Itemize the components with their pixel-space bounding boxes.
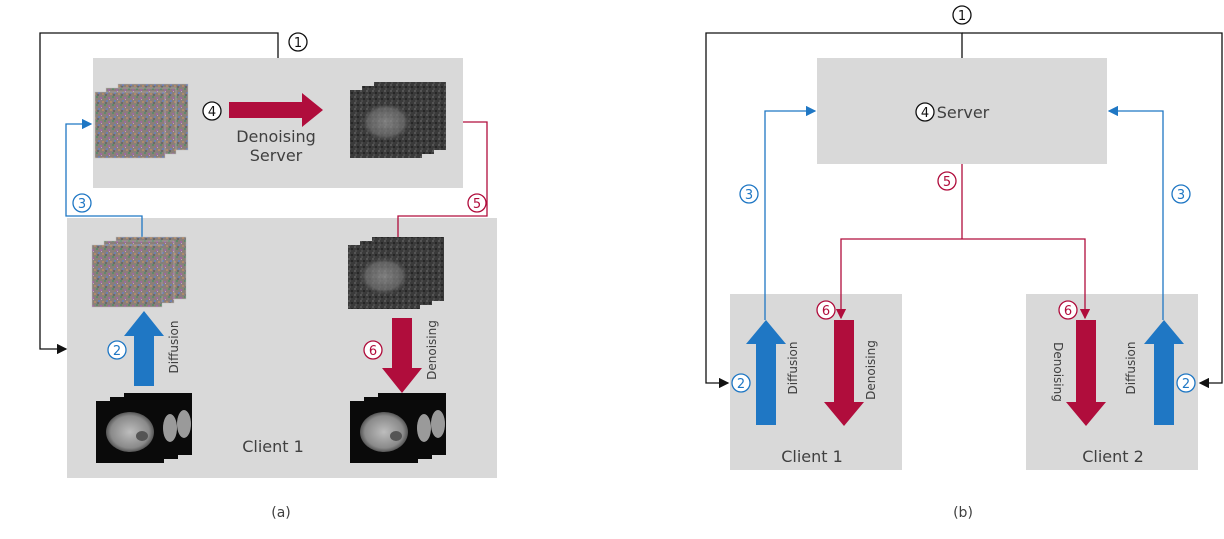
noisy-brain-stack-icon [350, 82, 446, 158]
denoising-label-a: Denoising [425, 320, 439, 380]
step-5-label-a: 5 [473, 197, 481, 212]
diffusion-arrow-b-right [1144, 320, 1184, 425]
loop-arrow-a [39, 32, 279, 355]
step-2-badge-a [107, 340, 127, 360]
diffusion-label-a: Diffusion [167, 321, 181, 374]
diffusion-label-b-right: Diffusion [1124, 342, 1138, 395]
step-1-badge-b [952, 5, 972, 25]
denoising-label-b-right: Denoising [1051, 342, 1065, 402]
step-3-label-a: 3 [78, 197, 86, 212]
denoising-arrow-b-left [824, 320, 864, 426]
step-4-label-b: 4 [921, 106, 929, 121]
caption-a: (a) [271, 505, 291, 521]
server-label-b: Server [937, 103, 990, 122]
step-2-label-b-left: 2 [737, 377, 745, 392]
step-6-badge-b-right [1058, 300, 1078, 320]
step-3-badge-a [72, 193, 92, 213]
step-6-label-b-right: 6 [1064, 304, 1072, 319]
client1-label-b: Client 1 [781, 447, 843, 466]
step-5-badge-a [467, 193, 487, 213]
step-3-badge-b-left [739, 184, 759, 204]
step-5-connector-a [397, 121, 488, 240]
client2-label-b: Client 2 [1082, 447, 1144, 466]
diffusion-arrow-a [124, 311, 164, 386]
step-1-badge-a [288, 32, 308, 52]
step-5-badge-b [937, 171, 957, 191]
brain-mri-stack-icon [96, 393, 192, 463]
step-4-badge-a [202, 101, 222, 121]
server-label-line1-a: Denoising [236, 127, 316, 146]
loop-arrow-b-right [962, 32, 1223, 389]
step-1-label-a: 1 [294, 36, 302, 51]
caption-b: (b) [953, 505, 973, 521]
diagram-a: 1 4 Denoising Server 5 3 [39, 32, 497, 521]
denoising-arrow-b-right [1066, 320, 1106, 426]
step-6-badge-a [363, 340, 383, 360]
step-3-connector-a [65, 118, 143, 237]
diffusion-label-b-left: Diffusion [786, 342, 800, 395]
step-5-branch-b-right [962, 238, 1091, 320]
noise-stack-icon [91, 236, 187, 308]
step-5-label-b: 5 [943, 175, 951, 190]
step-6-label-b-left: 6 [822, 304, 830, 319]
step-4-label-a: 4 [208, 105, 216, 120]
step-5-branch-b-left [835, 238, 962, 320]
step-2-badge-b-right [1176, 373, 1196, 393]
diffusion-arrow-b-left [746, 320, 786, 425]
diagram-b: 4 Server 1 3 3 5 2 Diffusion 6 Denoising… [705, 5, 1223, 521]
denoising-arrow-server-a [229, 93, 323, 127]
noisy-brain-stack-icon [348, 237, 444, 309]
server-label-line2-a: Server [250, 146, 303, 165]
step-6-label-a: 6 [369, 344, 377, 359]
step-2-label-a: 2 [113, 344, 121, 359]
step-3-label-b-right: 3 [1177, 188, 1185, 203]
step-6-badge-b-left [816, 300, 836, 320]
brain-mri-stack-icon [350, 393, 446, 463]
step-1-label-b: 1 [958, 9, 966, 24]
step-3-connector-b-left [764, 105, 817, 320]
step-3-label-b-left: 3 [745, 188, 753, 203]
step-2-badge-b-left [731, 373, 751, 393]
server-box-b [817, 58, 1107, 164]
loop-arrow-b-left [705, 32, 963, 389]
step-4-badge-b [915, 102, 935, 122]
noise-stack-icon [94, 83, 189, 159]
step-3-connector-b-right [1107, 105, 1164, 320]
client-label-a: Client 1 [242, 437, 304, 456]
step-2-label-b-right: 2 [1182, 377, 1190, 392]
denoising-label-b-left: Denoising [864, 340, 878, 400]
denoising-arrow-client-a [382, 318, 422, 393]
step-3-badge-b-right [1171, 184, 1191, 204]
